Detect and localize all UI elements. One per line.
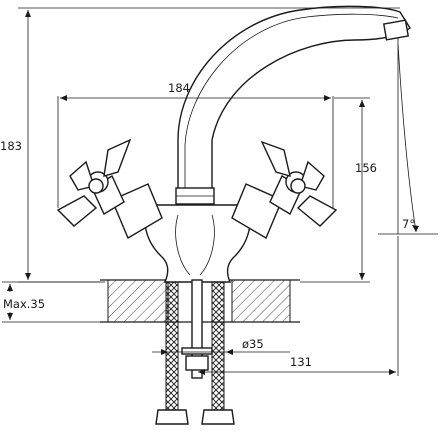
mounting-stud [181,279,213,379]
dimension-diameter: ø35 [152,337,290,355]
hose-left [155,281,189,425]
dimension-max-thickness-label: Max.35 [3,297,45,311]
spout [177,5,411,191]
countertop-left-section [107,279,169,323]
dimension-max-thickness: Max.35 [2,281,100,323]
dimension-handle-height-label: 156 [355,161,377,175]
left-cross-handle[interactable] [56,138,132,227]
dimension-handle-height: 156 [300,97,377,283]
hose-right [201,281,235,425]
dimension-width-label: 184 [168,81,190,95]
right-cross-handle[interactable] [260,140,338,227]
dimension-width: 184 [57,81,334,208]
dimension-reach-label: 131 [290,355,312,369]
dimension-diameter-label: ø35 [242,337,264,351]
spout-aerator [382,19,410,41]
dimension-angle: 7° [378,38,438,235]
dimension-reach: 131 [198,236,399,376]
countertop-right-section [231,279,291,323]
dimension-total-height: 183 [0,7,400,283]
dimension-total-height-label: 183 [0,139,22,153]
dimension-angle-label: 7° [402,217,415,231]
faucet-body [144,204,251,283]
